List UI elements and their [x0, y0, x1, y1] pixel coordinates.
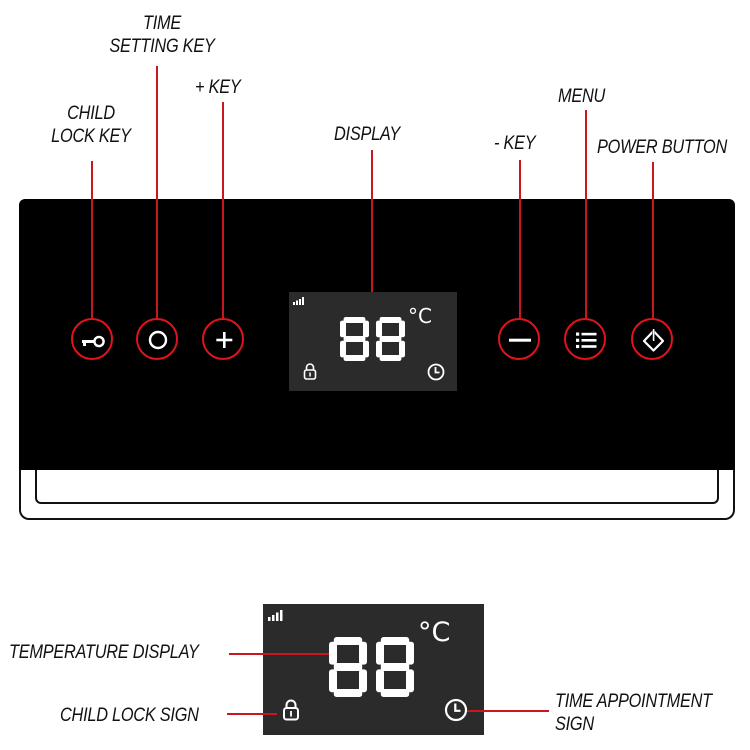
- digit-segment: [376, 641, 384, 665]
- unit-label-zoomed: °C: [418, 617, 451, 648]
- unit-label: °C: [408, 304, 432, 328]
- panel-display: °C: [289, 292, 457, 391]
- leader-menu: [585, 110, 587, 318]
- digit-segment: [380, 689, 410, 697]
- minus-icon: [509, 338, 531, 342]
- clock-icon: [444, 698, 468, 722]
- signal-icon: [293, 297, 304, 305]
- digit-segment: [333, 663, 363, 671]
- label-minus-key: - KEY: [494, 133, 536, 154]
- label-plus-key: + KEY: [195, 77, 241, 98]
- leader-minus: [519, 160, 521, 318]
- clock-icon: [427, 363, 445, 381]
- leader-child-lock-sign: [227, 713, 277, 715]
- digit-segment: [399, 340, 405, 358]
- digit-segment: [340, 340, 346, 358]
- list-icon: [576, 332, 597, 349]
- label-menu: MENU: [558, 86, 606, 107]
- digit-segment: [343, 317, 366, 323]
- menu-key[interactable]: [564, 318, 606, 360]
- digit-segment: [406, 641, 414, 665]
- temperature-digits-zoomed: [329, 637, 414, 697]
- digit-segment: [340, 320, 346, 338]
- digit-segment: [363, 340, 369, 358]
- digit-segment: [376, 669, 384, 693]
- label-power-button: POWER BUTTON: [597, 137, 728, 158]
- panel-rail: [19, 470, 735, 520]
- panel-rail-inner: [35, 470, 719, 504]
- leader-plus: [222, 102, 224, 318]
- digit-segment: [359, 641, 367, 665]
- digit-segment: [329, 641, 337, 665]
- leader-power: [652, 162, 654, 318]
- digit-segment: [343, 355, 366, 361]
- leader-child-lock: [91, 161, 93, 318]
- digit-segment: [379, 336, 402, 342]
- label-child-lock-sign: CHILD LOCK SIGN: [60, 705, 199, 726]
- label-temperature-display: TEMPERATURE DISPLAY: [9, 642, 199, 663]
- digit-segment: [406, 669, 414, 693]
- lock-icon: [283, 699, 299, 721]
- plus-key[interactable]: [202, 318, 244, 360]
- leader-time-appointment-sign: [467, 710, 549, 712]
- lock-icon: [303, 363, 317, 380]
- temperature-digits: [340, 317, 405, 361]
- digit-segment: [359, 669, 367, 693]
- digit-segment: [333, 689, 363, 697]
- key-icon: [82, 335, 105, 348]
- digit-segment: [379, 317, 402, 323]
- time-setting-key[interactable]: [136, 318, 178, 360]
- minus-key[interactable]: [498, 318, 540, 360]
- child-lock-key[interactable]: [71, 318, 113, 360]
- digit-segment: [376, 320, 382, 338]
- digit-segment: [329, 669, 337, 693]
- circle-icon: [148, 330, 168, 350]
- leader-display: [371, 150, 373, 292]
- power-icon: [642, 328, 665, 352]
- plus-icon: [216, 332, 233, 348]
- signal-icon: [268, 610, 283, 621]
- power-button[interactable]: [631, 318, 673, 360]
- digit-segment: [343, 336, 366, 342]
- digit-segment: [363, 320, 369, 338]
- digit-segment: [380, 663, 410, 671]
- digit-segment: [380, 637, 410, 645]
- digit-segment: [399, 320, 405, 338]
- digit-segment: [333, 637, 363, 645]
- label-display: DISPLAY: [334, 124, 401, 145]
- leader-temperature-display: [229, 653, 329, 655]
- digit-segment: [376, 340, 382, 358]
- leader-time-setting: [156, 66, 158, 318]
- zoomed-display: °C: [263, 604, 484, 735]
- digit-segment: [379, 355, 402, 361]
